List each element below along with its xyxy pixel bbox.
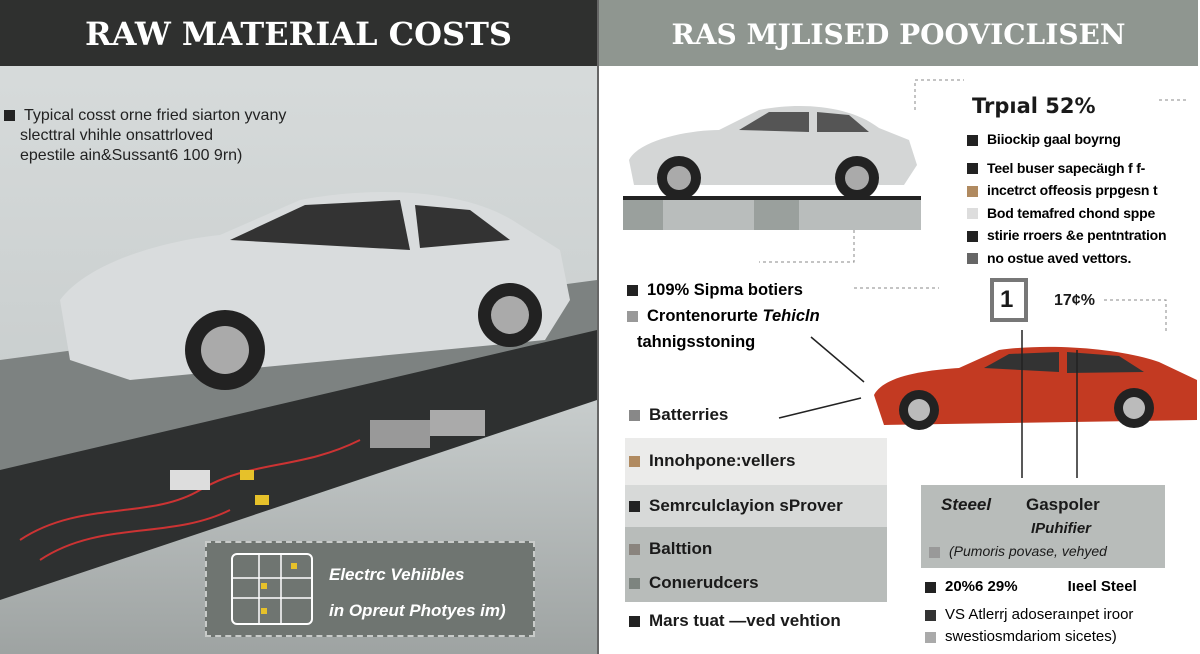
right-panel: RAS MJLISED POOVICLISEN Trpıal 52% Biioc… (597, 0, 1200, 654)
list-item: swestiosmdariom sicetes) (925, 626, 1195, 648)
list-label: Innohpone:vellers (649, 451, 796, 470)
list-item: Semrculclayion sProver (629, 496, 899, 516)
list-label: Balttion (649, 539, 713, 558)
ev-info-box: Electrc Vehiibles in Opreut Photyes im) (205, 541, 535, 637)
mid-list: 109% Sipma botiers Crontenorurte Tehicln… (627, 277, 867, 355)
list-item: Balttion (629, 539, 899, 559)
steel-note-row: (Pumoris povase, vehyed (929, 543, 1161, 559)
bullet-icon (4, 110, 15, 122)
list-label: Teel buser sapecäıgh f f- (987, 159, 1146, 176)
ev-line1: Electrc Vehiibles (329, 565, 465, 584)
bullet-icon (629, 578, 640, 590)
red-sedan-icon (874, 346, 1197, 430)
intro-line: epestile ain&Sussant6 100 9rn) (20, 147, 243, 164)
list-item: tahnigsstoning (637, 333, 756, 351)
list-label: Bod temafred chond sppe (987, 204, 1156, 221)
bullet-icon (967, 208, 978, 220)
bullet-icon (967, 185, 978, 197)
list-label: Mars tuat —ved vehtion (649, 611, 841, 630)
list-label: VS Atlerrj adoseraınpet iroor (945, 606, 1134, 623)
list-item: 109% Sipma botiers (627, 277, 867, 303)
list-item: Conıerudcers (629, 573, 899, 593)
steel-label: Steeel (941, 495, 992, 514)
bullet-icon (925, 581, 936, 593)
band (625, 527, 887, 602)
bullet-icon (967, 253, 978, 265)
list-label: Conıerudcers (649, 573, 759, 592)
materials-list: Batterries Innohpone:vellers Semrculclay… (629, 405, 899, 635)
list-label: 20%6 29% (945, 578, 1018, 595)
bullet-icon (925, 631, 936, 643)
circuit-road-icon (0, 330, 597, 600)
bullet-icon (629, 544, 640, 556)
list-item: incetrct offeosis prpgesn t (967, 179, 1195, 202)
band (625, 438, 887, 485)
bullet-icon (967, 230, 978, 242)
bullet-icon (629, 501, 640, 513)
bullet-icon (629, 410, 640, 422)
list-item: stirie rroers &e pentntration (967, 224, 1195, 247)
intro-line: Typical cosst orne fried siarton yvany (24, 107, 287, 124)
list-item: Biiockip gaal boyrng (967, 128, 1195, 151)
bullet-icon (627, 285, 638, 297)
bottom-list: 20%6 29% Iıeel Steel VS Atlerrj adoseraın… (925, 576, 1195, 648)
badge-stat: 17¢% (1054, 292, 1095, 309)
list-label: Biiockip gaal boyrng (987, 131, 1121, 147)
steel-box: Steeel Gaspoler IPuhifier (Pumoris povas… (921, 485, 1165, 568)
silver-car-icon (60, 192, 570, 390)
list-label-italic: Tehicln (762, 307, 820, 325)
top-stat: Trpıal 52% (972, 94, 1096, 118)
list-extra: Iıeel Steel (1067, 578, 1137, 595)
list-item: Mars tuat —ved vehtion (629, 611, 899, 631)
bullet-icon (629, 616, 640, 628)
bullet-icon (967, 163, 978, 175)
bullet-icon (629, 456, 640, 468)
rank-badge: 1 (1000, 286, 1014, 313)
list-item: Teel buser sapecäıgh f f- (967, 157, 1195, 180)
list-label: Semrculclayion sProver (649, 496, 843, 515)
left-title: RAW MATERIAL COSTS (0, 0, 597, 66)
band (625, 485, 887, 527)
bullet-icon (627, 311, 638, 323)
list-label: no ostue aved vettors. (987, 249, 1132, 266)
ev-line2: in Opreut Photyes im) (329, 601, 506, 620)
list-item: Crontenorurte Tehicln (627, 303, 867, 329)
list-label: incetrct offeosis prpgesn t (987, 182, 1158, 198)
gaspoler-label: Gaspoler (1026, 495, 1100, 514)
comparison-illustration (623, 79, 1197, 478)
intro-text: Typical cosst orne fried siarton yvany s… (4, 106, 338, 166)
list-label: Batterries (649, 405, 729, 424)
right-title: RAS MJLISED POOVICLISEN (599, 0, 1198, 66)
top-list: Biiockip gaal boyrng Teel buser sapecäıg… (967, 128, 1195, 269)
bullet-icon (925, 609, 936, 621)
silver-sedan-icon (629, 105, 917, 200)
list-item: VS Atlerrj adoseraınpet iroor (925, 604, 1195, 626)
circuit-board-icon (231, 553, 313, 625)
list-item: 20%6 29% Iıeel Steel (925, 576, 1195, 598)
list-label: stirie rroers &e pentntration (987, 227, 1167, 243)
left-panel: RAW MATERIAL COSTS Typical cosst orne fr… (0, 0, 597, 654)
list-item: Innohpone:vellers (629, 451, 899, 471)
list-label: swestiosmdariom sicetes) (945, 628, 1117, 645)
purifier-label: IPuhifier (1031, 520, 1092, 537)
ev-illustration (0, 192, 597, 600)
bullet-icon (929, 546, 940, 558)
bullet-icon (967, 134, 978, 146)
list-item: no ostue aved vettors. (967, 247, 1195, 270)
list-label: 109% Sipma botiers (647, 281, 803, 299)
list-label: Crontenorurte (647, 307, 758, 325)
list-item: Batterries (629, 405, 899, 425)
steel-note: (Pumoris povase, vehyed (949, 543, 1107, 559)
list-item: Bod temafred chond sppe (967, 202, 1195, 225)
intro-line: slecttral vhihle onsattrloved (20, 127, 213, 144)
